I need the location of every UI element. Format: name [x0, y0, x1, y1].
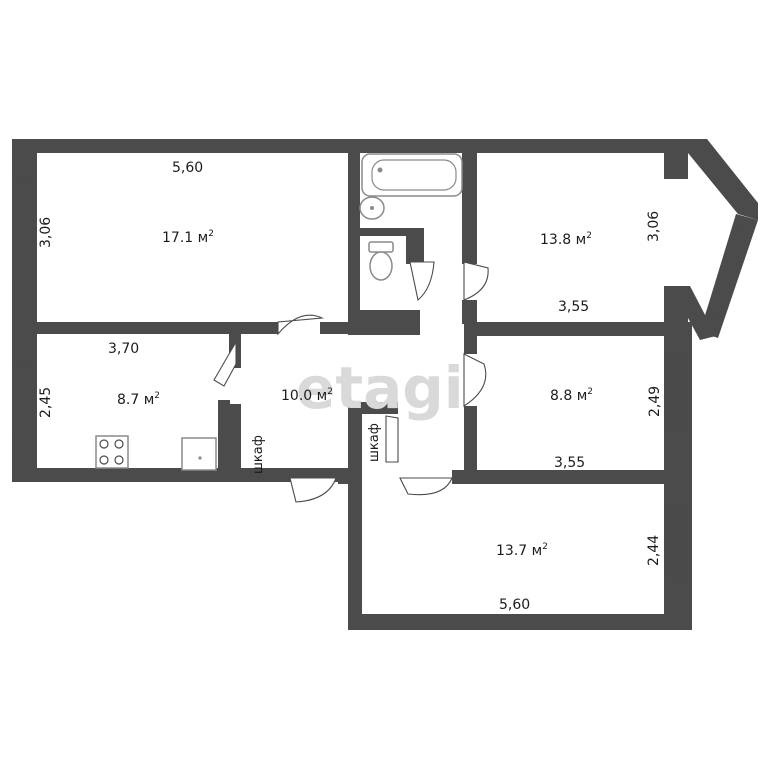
room-hall: 10.0 м2 — [281, 387, 333, 404]
kitchen-sink-icon — [181, 437, 217, 471]
room-height-label: 2,44 — [646, 535, 662, 566]
windows — [13, 177, 745, 581]
room-area-label: 10.0 м2 — [281, 387, 333, 404]
room-13-8: 13.8 м2 3,55 3,06 — [540, 211, 662, 315]
room-8-8: 8.8 м2 3,55 2,49 — [550, 386, 663, 471]
room-area-label: 17.1 м2 — [162, 229, 214, 246]
room-width-label: 3,55 — [558, 299, 589, 315]
room-width-label: 5,60 — [499, 597, 530, 613]
room-height-label: 3,06 — [646, 211, 662, 242]
walls — [12, 139, 758, 630]
room-area-label: 8.7 м2 — [117, 391, 160, 408]
room-area-label: 13.7 м2 — [496, 542, 548, 559]
room-width-label: 3,55 — [554, 455, 585, 471]
room-height-label: 2,45 — [38, 387, 54, 418]
room-height-label: 3,06 — [38, 217, 54, 248]
kitchen-appliances — [95, 435, 217, 471]
room-area-label: 13.8 м2 — [540, 231, 592, 248]
room-width-label: 5,60 — [172, 160, 203, 176]
room-17-1: 5,60 3,06 17.1 м2 — [38, 160, 214, 248]
bathroom-fixtures — [359, 153, 463, 281]
room-13-7: 13.7 м2 5,60 2,44 — [496, 535, 662, 613]
room-height-label: 2,49 — [647, 386, 663, 417]
room-kitchen: 3,70 2,45 8.7 м2 — [38, 341, 160, 418]
doors — [213, 261, 489, 503]
stove-icon — [95, 435, 129, 469]
room-area-label: 8.8 м2 — [550, 387, 593, 404]
closet-label-left: шкаф — [251, 435, 266, 474]
watermark: etagi — [296, 354, 464, 422]
toilet-icon — [368, 241, 394, 281]
closet-label-right: шкаф — [367, 423, 382, 462]
room-width-label: 3,70 — [108, 341, 139, 357]
